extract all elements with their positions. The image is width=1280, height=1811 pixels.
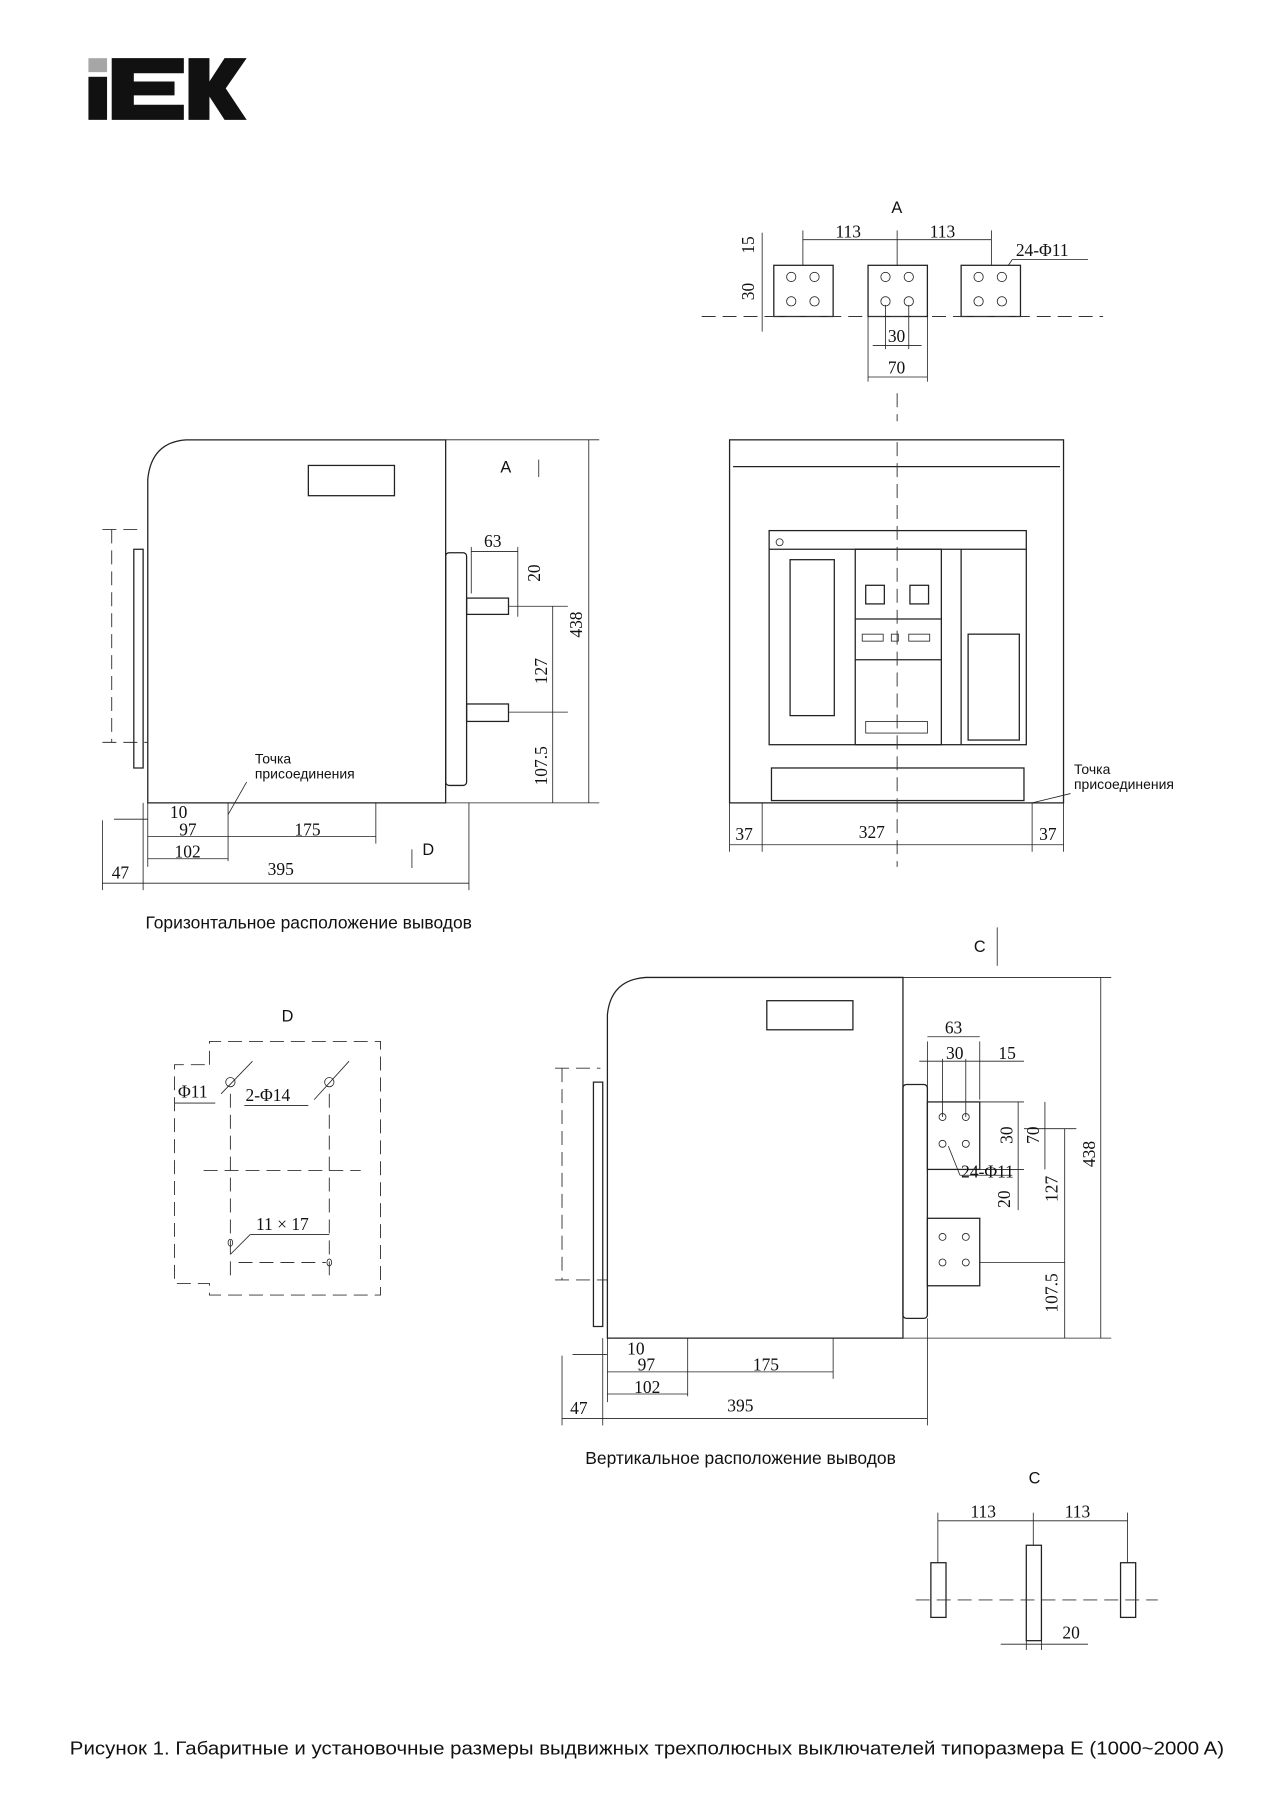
vertical-caption: Вертикальное расположение выводов	[585, 1448, 896, 1468]
dim-37-left: 37	[735, 824, 753, 844]
dim-113-right: 113	[1065, 1501, 1091, 1521]
dim-10: 10	[627, 1338, 645, 1358]
view-c: C 113 113 20	[915, 1470, 1158, 1650]
dim-113-left: 113	[835, 221, 861, 241]
dim-30-top: 30	[946, 1043, 964, 1063]
connection-point-line1: Точка	[1074, 761, 1111, 777]
front-view: 37 327 37 Точка присоединения	[728, 439, 1174, 867]
dim-175: 175	[294, 819, 320, 839]
dim-30: 30	[996, 1126, 1016, 1144]
view-c-label: C	[1029, 1470, 1041, 1488]
dim-20: 20	[994, 1190, 1014, 1208]
dim-113-right: 113	[930, 221, 956, 241]
slot-label: 11 × 17	[256, 1214, 309, 1234]
dim-97: 97	[638, 1355, 656, 1375]
connection-point-line2: присоединения	[255, 765, 355, 781]
dim-70: 70	[1023, 1126, 1043, 1144]
dim-107-5: 107.5	[1042, 1273, 1062, 1313]
side-view-horizontal: 438 A 63 20 127 107.5 Точка присоединени…	[101, 439, 600, 933]
view-a: A 113 113 24-Φ11 15 30 30 70	[701, 199, 1104, 422]
connection-point-line1: Точка	[255, 750, 292, 766]
horizontal-caption: Горизонтальное расположение выводов	[145, 913, 472, 933]
side-view-vertical: C 63 30 15 30 70 24-Φ11 20 127 438 107.5…	[555, 927, 1112, 1468]
connection-point-line2: присоединения	[1074, 776, 1174, 792]
hole-11-label: Φ11	[178, 1081, 208, 1101]
holes-label: 24-Φ11	[1016, 240, 1069, 260]
figure-caption: Рисунок 1. Габаритные и установочные раз…	[70, 1738, 1224, 1759]
view-d: D Φ11 2-Φ14 11 × 17	[174, 1008, 381, 1296]
arrow-d-label: D	[422, 841, 434, 859]
dim-30: 30	[888, 326, 906, 346]
dim-63: 63	[945, 1017, 963, 1037]
dim-102: 102	[634, 1377, 660, 1397]
dim-30-side: 30	[738, 282, 758, 300]
dim-395: 395	[268, 859, 294, 879]
view-d-label: D	[282, 1008, 294, 1026]
hole-14-label: 2-Φ14	[246, 1085, 291, 1105]
arrow-c-label: C	[974, 938, 986, 956]
dim-63: 63	[484, 531, 502, 551]
dim-70: 70	[888, 358, 906, 378]
dim-20: 20	[1062, 1622, 1080, 1642]
dim-175: 175	[753, 1355, 779, 1375]
dim-127: 127	[531, 658, 551, 684]
dim-395: 395	[727, 1395, 753, 1415]
dim-10: 10	[170, 802, 188, 822]
dim-107-5: 107.5	[531, 746, 551, 786]
dim-47: 47	[570, 1398, 588, 1418]
dim-37-right: 37	[1039, 824, 1057, 844]
dim-113-left: 113	[970, 1501, 996, 1521]
terminal-pads	[773, 264, 1022, 318]
holes-label: 24-Φ11	[961, 1162, 1014, 1182]
iek-logo	[88, 58, 247, 120]
dim-127: 127	[1042, 1176, 1062, 1202]
arrow-a-label: A	[500, 458, 511, 476]
dim-327: 327	[859, 822, 885, 842]
dim-47: 47	[112, 863, 130, 883]
dim-97: 97	[179, 819, 197, 839]
dim-15: 15	[738, 236, 758, 254]
view-a-label: A	[891, 199, 902, 217]
dim-15: 15	[998, 1043, 1016, 1063]
dim-438: 438	[1079, 1141, 1099, 1167]
dim-102: 102	[175, 842, 201, 862]
dim-20: 20	[524, 564, 544, 582]
dim-438: 438	[566, 611, 586, 637]
